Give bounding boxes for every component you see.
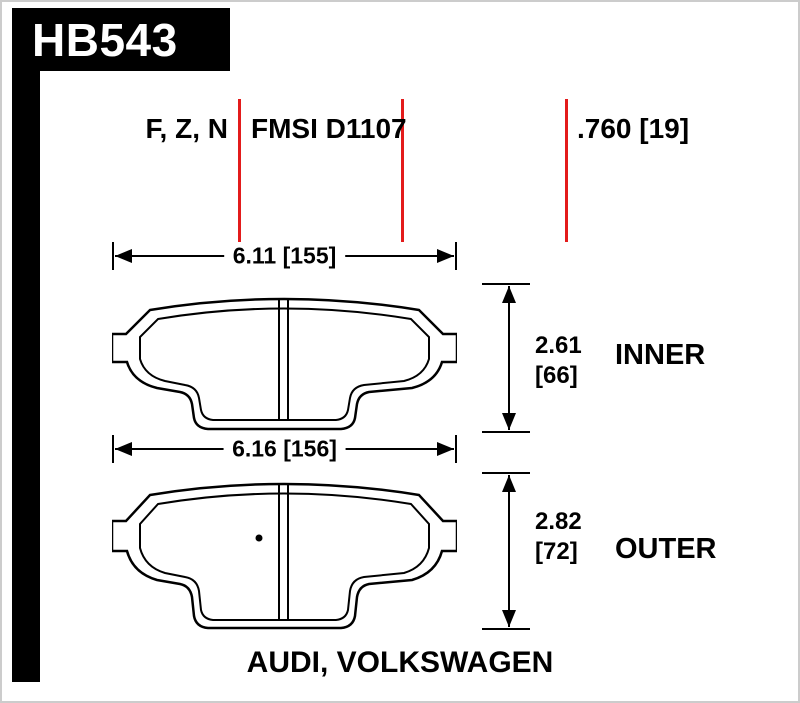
left-black-strip <box>12 8 40 682</box>
inner-pad-height-inches: 2.61 <box>535 332 582 359</box>
inner-pad-width-dimension: 6.11 [155] <box>112 242 457 270</box>
down-arrowhead-icon <box>502 610 516 627</box>
dimension-tick <box>112 242 114 270</box>
red-callout-line-3 <box>565 99 568 242</box>
outer-pad-width-label: 6.16 [156] <box>223 435 346 463</box>
red-callout-line-2 <box>401 99 404 242</box>
outer-pad-height-dimension <box>482 472 530 630</box>
dimension-tick <box>455 435 457 463</box>
dimension-tick <box>112 435 114 463</box>
dimension-tick <box>482 283 530 285</box>
pad-thickness: .760 [19] <box>577 113 690 144</box>
rivet-hole-dot <box>255 534 263 542</box>
red-callout-line-1 <box>238 99 241 242</box>
inner-pad-drawing <box>112 297 457 431</box>
outer-pad-height-label: 2.82 [72] <box>535 507 582 567</box>
outer-pad-backing-plate-outline <box>112 482 457 630</box>
outer-pad-friction-outline <box>139 492 430 621</box>
dimension-line <box>508 286 510 430</box>
outer-pad-label: OUTER <box>615 533 717 565</box>
outer-pad-drawing <box>112 482 457 630</box>
inner-pad-width-label: 6.11 [155] <box>223 242 346 270</box>
right-arrowhead-icon <box>437 249 454 263</box>
inner-pad-height-mm: [66] <box>535 362 578 389</box>
dimension-tick <box>482 628 530 630</box>
vehicle-applications: AUDI, VOLKSWAGEN <box>246 646 554 679</box>
inner-pad-label: INNER <box>615 339 706 371</box>
left-arrowhead-icon <box>115 442 132 456</box>
up-arrowhead-icon <box>502 286 516 303</box>
part-number-box: HB543 <box>12 8 230 71</box>
dimension-tick <box>482 431 530 433</box>
compound-codes: F, Z, N <box>145 113 228 144</box>
part-number: HB543 <box>32 13 178 66</box>
outer-pad-height-mm: [72] <box>535 538 578 565</box>
inner-pad-friction-outline <box>139 307 430 421</box>
down-arrowhead-icon <box>502 413 516 430</box>
left-arrowhead-icon <box>115 249 132 263</box>
inner-pad-backing-plate-outline <box>112 297 457 431</box>
fmsi-number: FMSI D1107 <box>251 113 407 144</box>
right-arrowhead-icon <box>437 442 454 456</box>
dimension-tick <box>455 242 457 270</box>
outer-pad-height-inches: 2.82 <box>535 508 582 535</box>
dimension-tick <box>482 472 530 474</box>
inner-pad-height-label: 2.61 [66] <box>535 331 582 391</box>
dimension-line <box>508 475 510 627</box>
inner-pad-height-dimension <box>482 283 530 433</box>
up-arrowhead-icon <box>502 475 516 492</box>
outer-pad-width-dimension: 6.16 [156] <box>112 435 457 463</box>
